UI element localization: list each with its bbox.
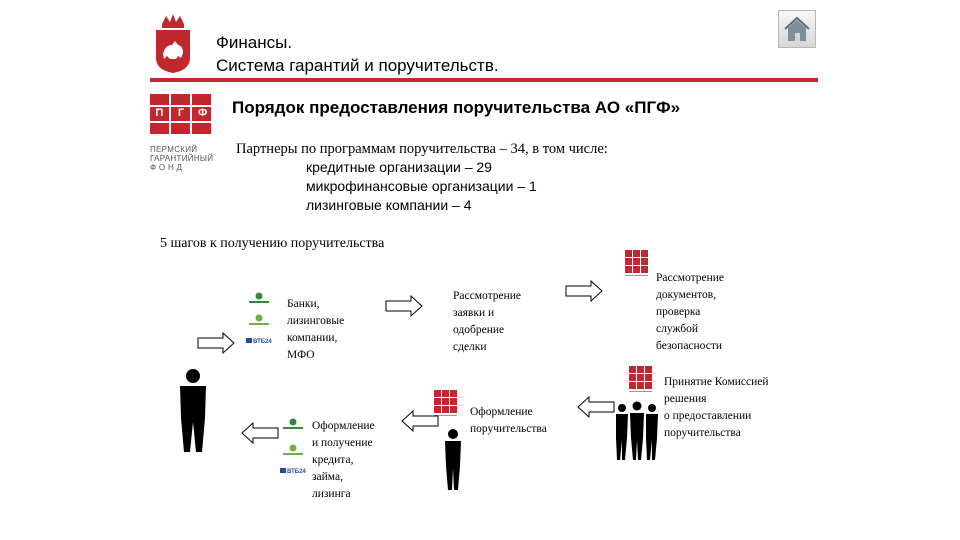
pgf-small-logo-icon — [625, 250, 648, 281]
step5-text: Оформление поручительства — [470, 404, 547, 438]
section-title: Порядок предоставления поручительства АО… — [232, 98, 681, 117]
step3-line: безопасности — [656, 340, 723, 352]
step3-line: документов, — [656, 289, 717, 301]
step3-text: Рассмотрение документов, проверка службо… — [656, 270, 724, 355]
arrow-left-icon — [241, 422, 279, 444]
partners-heading: Партнеры по программам поручительства – … — [236, 141, 608, 157]
step4-line: решения — [664, 393, 707, 405]
bank-green-logo-icon — [283, 444, 303, 455]
client-businessman-icon — [180, 369, 206, 452]
step6-line: и получение — [312, 437, 373, 449]
step4-line: Принятие Комиссией — [664, 376, 769, 388]
partners-item-microfinance: микрофинансовые организации – 1 — [306, 178, 537, 194]
step3-line: службой — [656, 323, 698, 335]
arrow-left-icon — [577, 396, 615, 418]
businessman-icon — [445, 429, 461, 490]
pgf-caption-line3: Ф О Н Д — [150, 163, 183, 172]
pgf-logo: П Г Ф ПЕРМСКИЙ ГАРАНТИЙНЫЙ Ф О Н Д — [150, 94, 214, 172]
step1-line: компании, — [287, 332, 338, 344]
pgf-letter-f: Ф — [197, 107, 208, 119]
step1-line: МФО — [287, 349, 315, 361]
step2-line: Рассмотрение — [453, 290, 522, 302]
vtb-label: ВТБ24 — [253, 339, 272, 345]
step6-line: займа, — [312, 471, 343, 483]
step3-line: проверка — [656, 306, 701, 318]
pgf-letter-p: П — [155, 107, 164, 119]
home-icon — [784, 16, 810, 41]
step4-text: Принятие Комиссией решения о предоставле… — [664, 374, 769, 442]
pgf-letter-g: Г — [177, 107, 185, 119]
pgf-small-logo-icon — [434, 390, 457, 421]
step2-line: заявки и — [453, 307, 495, 319]
header-title-line2: Система гарантий и поручительств. — [216, 56, 499, 75]
vtb-logo: ВТБ24 — [280, 468, 312, 475]
step2-text: Рассмотрение заявки и одобрение сделки — [453, 288, 521, 356]
commission-group-icon — [616, 401, 658, 460]
partners-item-leasing: лизинговые компании – 4 — [306, 197, 472, 213]
sberbank-logo-icon — [283, 418, 303, 429]
step2-line: сделки — [453, 341, 487, 353]
step6-text: Оформление и получение кредита, займа, л… — [312, 418, 375, 503]
vtb-label: ВТБ24 — [287, 469, 306, 475]
step6-line: Оформление — [312, 420, 375, 432]
coat-of-arms-icon — [152, 12, 194, 74]
step3-line: Рассмотрение — [656, 272, 725, 284]
arrow-right-icon — [197, 332, 235, 354]
vtb-logo: ВТБ24 — [246, 338, 278, 345]
header-divider — [150, 78, 818, 82]
header-title-line1: Финансы. — [216, 33, 293, 52]
step1-line: Банки, — [287, 298, 320, 310]
step1-text: Банки, лизинговые компании, МФО — [287, 296, 344, 364]
step5-line: Оформление — [470, 406, 533, 418]
step4-line: о предоставлении — [664, 410, 752, 422]
arrow-right-icon — [385, 295, 423, 317]
pgf-small-logo-icon — [629, 366, 652, 397]
step1-line: лизинговые — [287, 315, 345, 327]
home-button[interactable] — [778, 10, 816, 48]
bank-logos-group-1: ВТБ24 — [246, 292, 278, 364]
bank-green-logo-icon — [249, 314, 269, 325]
pgf-logo-grid-icon — [150, 94, 211, 134]
step2-line: одобрение — [453, 324, 505, 336]
step6-line: лизинга — [312, 488, 351, 500]
steps-heading: 5 шагов к получению поручительства — [160, 236, 385, 251]
partners-item-credit: кредитные организации – 29 — [306, 159, 492, 175]
arrow-left-icon — [401, 410, 439, 432]
pgf-caption-line1: ПЕРМСКИЙ — [150, 145, 198, 154]
arrow-right-icon — [565, 280, 603, 302]
pgf-caption-line2: ГАРАНТИЙНЫЙ — [150, 154, 214, 163]
bank-logos-group-2: ВТБ24 — [280, 418, 312, 490]
step5-line: поручительства — [470, 423, 547, 435]
step6-line: кредита, — [312, 454, 354, 466]
step4-line: поручительства — [664, 427, 741, 439]
sberbank-logo-icon — [249, 292, 269, 303]
